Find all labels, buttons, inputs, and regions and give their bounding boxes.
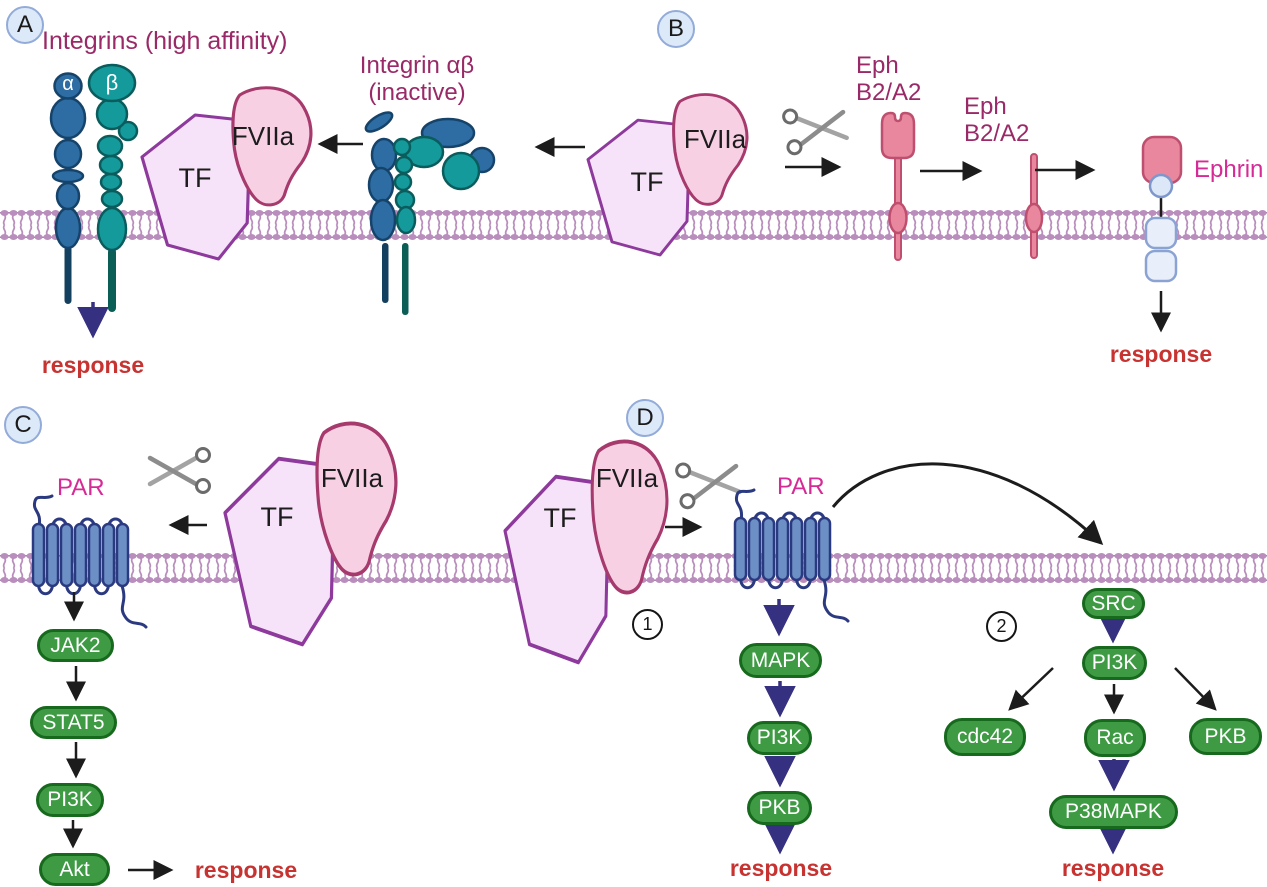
- node-src: SRC: [1082, 588, 1145, 619]
- arrow-pi3k-pkb: [1174, 667, 1217, 711]
- integrin-inactive-line1: Integrin αβ: [359, 52, 475, 79]
- scissors-icon: [147, 447, 211, 494]
- eph-full-line1: Eph: [856, 52, 899, 79]
- ephrin-receptor: [1141, 135, 1183, 283]
- tf-label-c: TF: [260, 502, 294, 532]
- fviia-label-a: FVIIa: [231, 121, 295, 151]
- arrow-par-to-src-curved: [831, 462, 1104, 546]
- node-akt: Akt: [39, 853, 110, 886]
- node-pkb-d2: PKB: [1189, 718, 1262, 755]
- panel-a-title: Integrins (high affinity): [42, 27, 288, 55]
- node-rac: Rac: [1084, 719, 1146, 757]
- fviia-label-mid: FVIIa: [683, 124, 747, 154]
- response-c: response: [194, 857, 298, 883]
- eph-cleaved-line1: Eph: [964, 93, 1007, 120]
- par-label-c: PAR: [57, 474, 105, 501]
- panel-b-badge: B: [657, 10, 695, 48]
- eph-receptor-full: [880, 111, 916, 261]
- par-label-d: PAR: [777, 473, 825, 500]
- eph-full-line2: B2/A2: [856, 79, 922, 106]
- response-a: response: [41, 352, 145, 378]
- tf-fviia-complex-a: [140, 86, 313, 261]
- node-p38mapk: P38MAPK: [1049, 795, 1178, 829]
- integrin-inactive-label: Integrin αβ (inactive): [352, 52, 482, 106]
- scissors-icon: [782, 108, 849, 156]
- response-b: response: [1109, 341, 1213, 367]
- tf-fviia-complex-d: [503, 439, 669, 665]
- eph-receptor-cleaved: [1024, 153, 1044, 259]
- scissors-icon: [675, 462, 742, 510]
- integrin-inactive-line2: (inactive): [368, 79, 466, 106]
- node-pi3k-d1: PI3K: [747, 721, 812, 755]
- node-jak2: JAK2: [37, 629, 114, 662]
- node-pkb-d1: PKB: [747, 791, 812, 825]
- arrow-pi3k-cdc42: [1008, 667, 1054, 711]
- eph-cleaved-line2: B2/A2: [964, 120, 1030, 147]
- node-pi3k-c: PI3K: [36, 783, 104, 817]
- panel-c-badge: C: [4, 406, 42, 444]
- tf-fviia-complex-mid: [586, 93, 749, 257]
- integrin-active: [49, 63, 139, 312]
- node-stat5: STAT5: [30, 706, 117, 739]
- tf-label-d: TF: [543, 503, 577, 533]
- par-receptor-d: [733, 488, 850, 623]
- pathway-2-badge: 2: [986, 611, 1017, 642]
- par-receptor-c: [31, 494, 148, 629]
- panel-d-badge: D: [626, 399, 664, 437]
- integrin-alpha-label: α: [62, 73, 74, 95]
- pathway-1-badge: 1: [632, 609, 663, 640]
- node-pi3k-d2: PI3K: [1082, 646, 1147, 680]
- fviia-label-d: FVIIa: [595, 463, 659, 493]
- tf-label-a: TF: [178, 163, 212, 193]
- node-mapk: MAPK: [739, 643, 822, 678]
- ephrin-label: Ephrin: [1194, 156, 1264, 183]
- eph-cleaved-label: Eph B2/A2: [964, 93, 1029, 147]
- panel-a-badge: A: [6, 6, 44, 44]
- tf-fviia-complex-c: [223, 421, 398, 647]
- tf-label-mid: TF: [630, 167, 664, 197]
- integrin-inactive: [364, 111, 496, 315]
- response-d2: response: [1061, 855, 1165, 881]
- integrin-beta-label: β: [105, 70, 119, 95]
- response-d1: response: [729, 855, 833, 881]
- eph-full-label: Eph B2/A2: [856, 52, 921, 106]
- fviia-label-c: FVIIa: [320, 463, 384, 493]
- node-cdc42: cdc42: [944, 718, 1026, 756]
